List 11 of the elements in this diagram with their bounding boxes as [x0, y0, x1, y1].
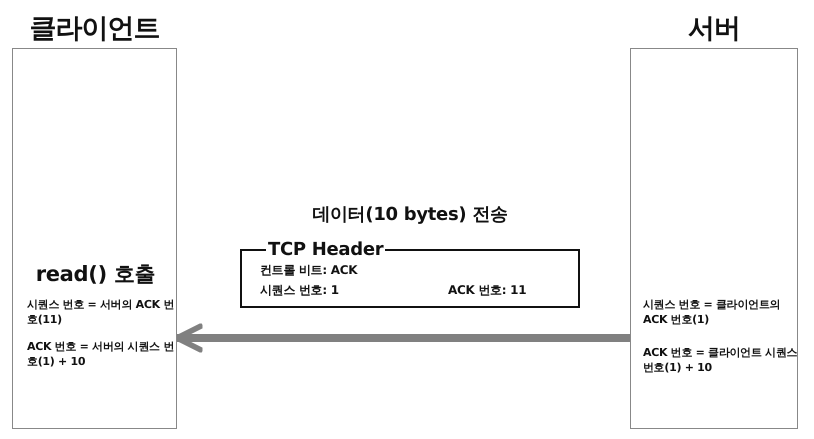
sequence-number-note: 시퀀스 번호 = 클라이언트의 ACK 번호(1) — [643, 297, 782, 327]
sequence-number-field: 시퀀스 번호: 1 — [260, 283, 339, 298]
client-heading: 클라이언트 — [28, 12, 160, 46]
sequence-number-note: 시퀀스 번호 = 서버의 ACK 번호(11) — [27, 297, 176, 327]
ack-number-field: ACK 번호: 11 — [448, 283, 526, 298]
server-heading: 서버 — [687, 12, 741, 46]
transfer-caption: 데이터(10 bytes) 전송 — [311, 204, 509, 226]
ack-number-note: ACK 번호 = 서버의 시퀀스 번호(1) + 10 — [27, 339, 176, 369]
ack-number-note: ACK 번호 = 클라이언트 시퀀스 번호(1) + 10 — [643, 345, 798, 375]
control-bits-field: 컨트롤 비트: ACK — [260, 263, 358, 278]
function-call-label: read() 호출 — [34, 261, 156, 287]
